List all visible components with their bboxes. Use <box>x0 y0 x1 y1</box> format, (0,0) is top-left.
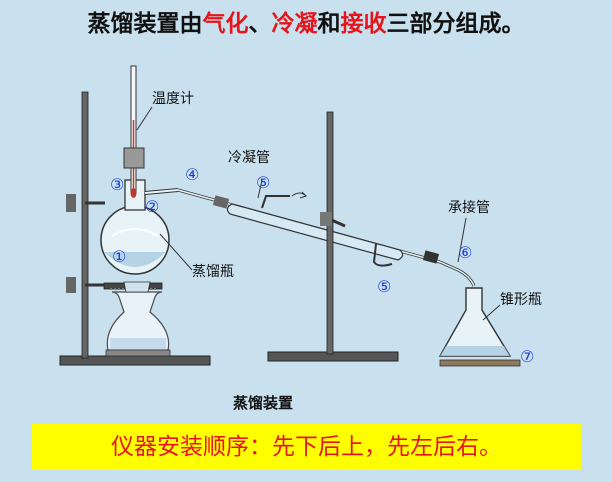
marker-2: ② <box>145 197 159 216</box>
label-flask: 蒸馏瓶 <box>192 264 234 280</box>
title-part: 蒸馏装置由 <box>87 10 203 37</box>
right-iron-stand <box>267 111 399 362</box>
thermometer <box>123 65 153 198</box>
adapter <box>439 260 476 287</box>
title-part: 和 <box>317 10 341 37</box>
marker-5-top: ⑤ <box>256 173 270 192</box>
title-highlight-vaporize: 气化 <box>202 10 249 37</box>
marker-4: ④ <box>185 165 199 184</box>
left-iron-stand <box>59 91 211 366</box>
alcohol-lamp <box>105 281 171 357</box>
label-pointers <box>159 179 501 321</box>
label-adapter: 承接管 <box>448 199 490 216</box>
erlenmeyer-flask <box>438 287 521 367</box>
condenser <box>177 188 441 267</box>
title-highlight-receive: 接收 <box>340 10 387 37</box>
caption-box: 仪器安装顺序：先下后上，先左后右。 <box>32 424 581 470</box>
title-part: 三部分组成。 <box>386 10 525 37</box>
page-title: 蒸馏装置由气化、冷凝和接收三部分组成。 <box>0 4 612 38</box>
marker-6: ⑥ <box>458 243 472 262</box>
marker-7: ⑦ <box>520 347 534 366</box>
title-highlight-condense: 冷凝 <box>271 10 318 37</box>
label-thermometer: 温度计 <box>152 91 194 107</box>
diagram-subtitle: 蒸馏装置 <box>233 394 293 412</box>
marker-1: ① <box>112 247 126 266</box>
label-condenser: 冷凝管 <box>228 150 270 166</box>
label-erlenmeyer: 锥形瓶 <box>500 292 542 308</box>
marker-3: ③ <box>110 175 124 194</box>
title-part: 、 <box>248 10 272 37</box>
marker-5-bottom: ⑤ <box>377 277 391 296</box>
caption-text: 仪器安装顺序：先下后上，先左后右。 <box>111 434 502 460</box>
distillation-flask <box>100 179 179 275</box>
